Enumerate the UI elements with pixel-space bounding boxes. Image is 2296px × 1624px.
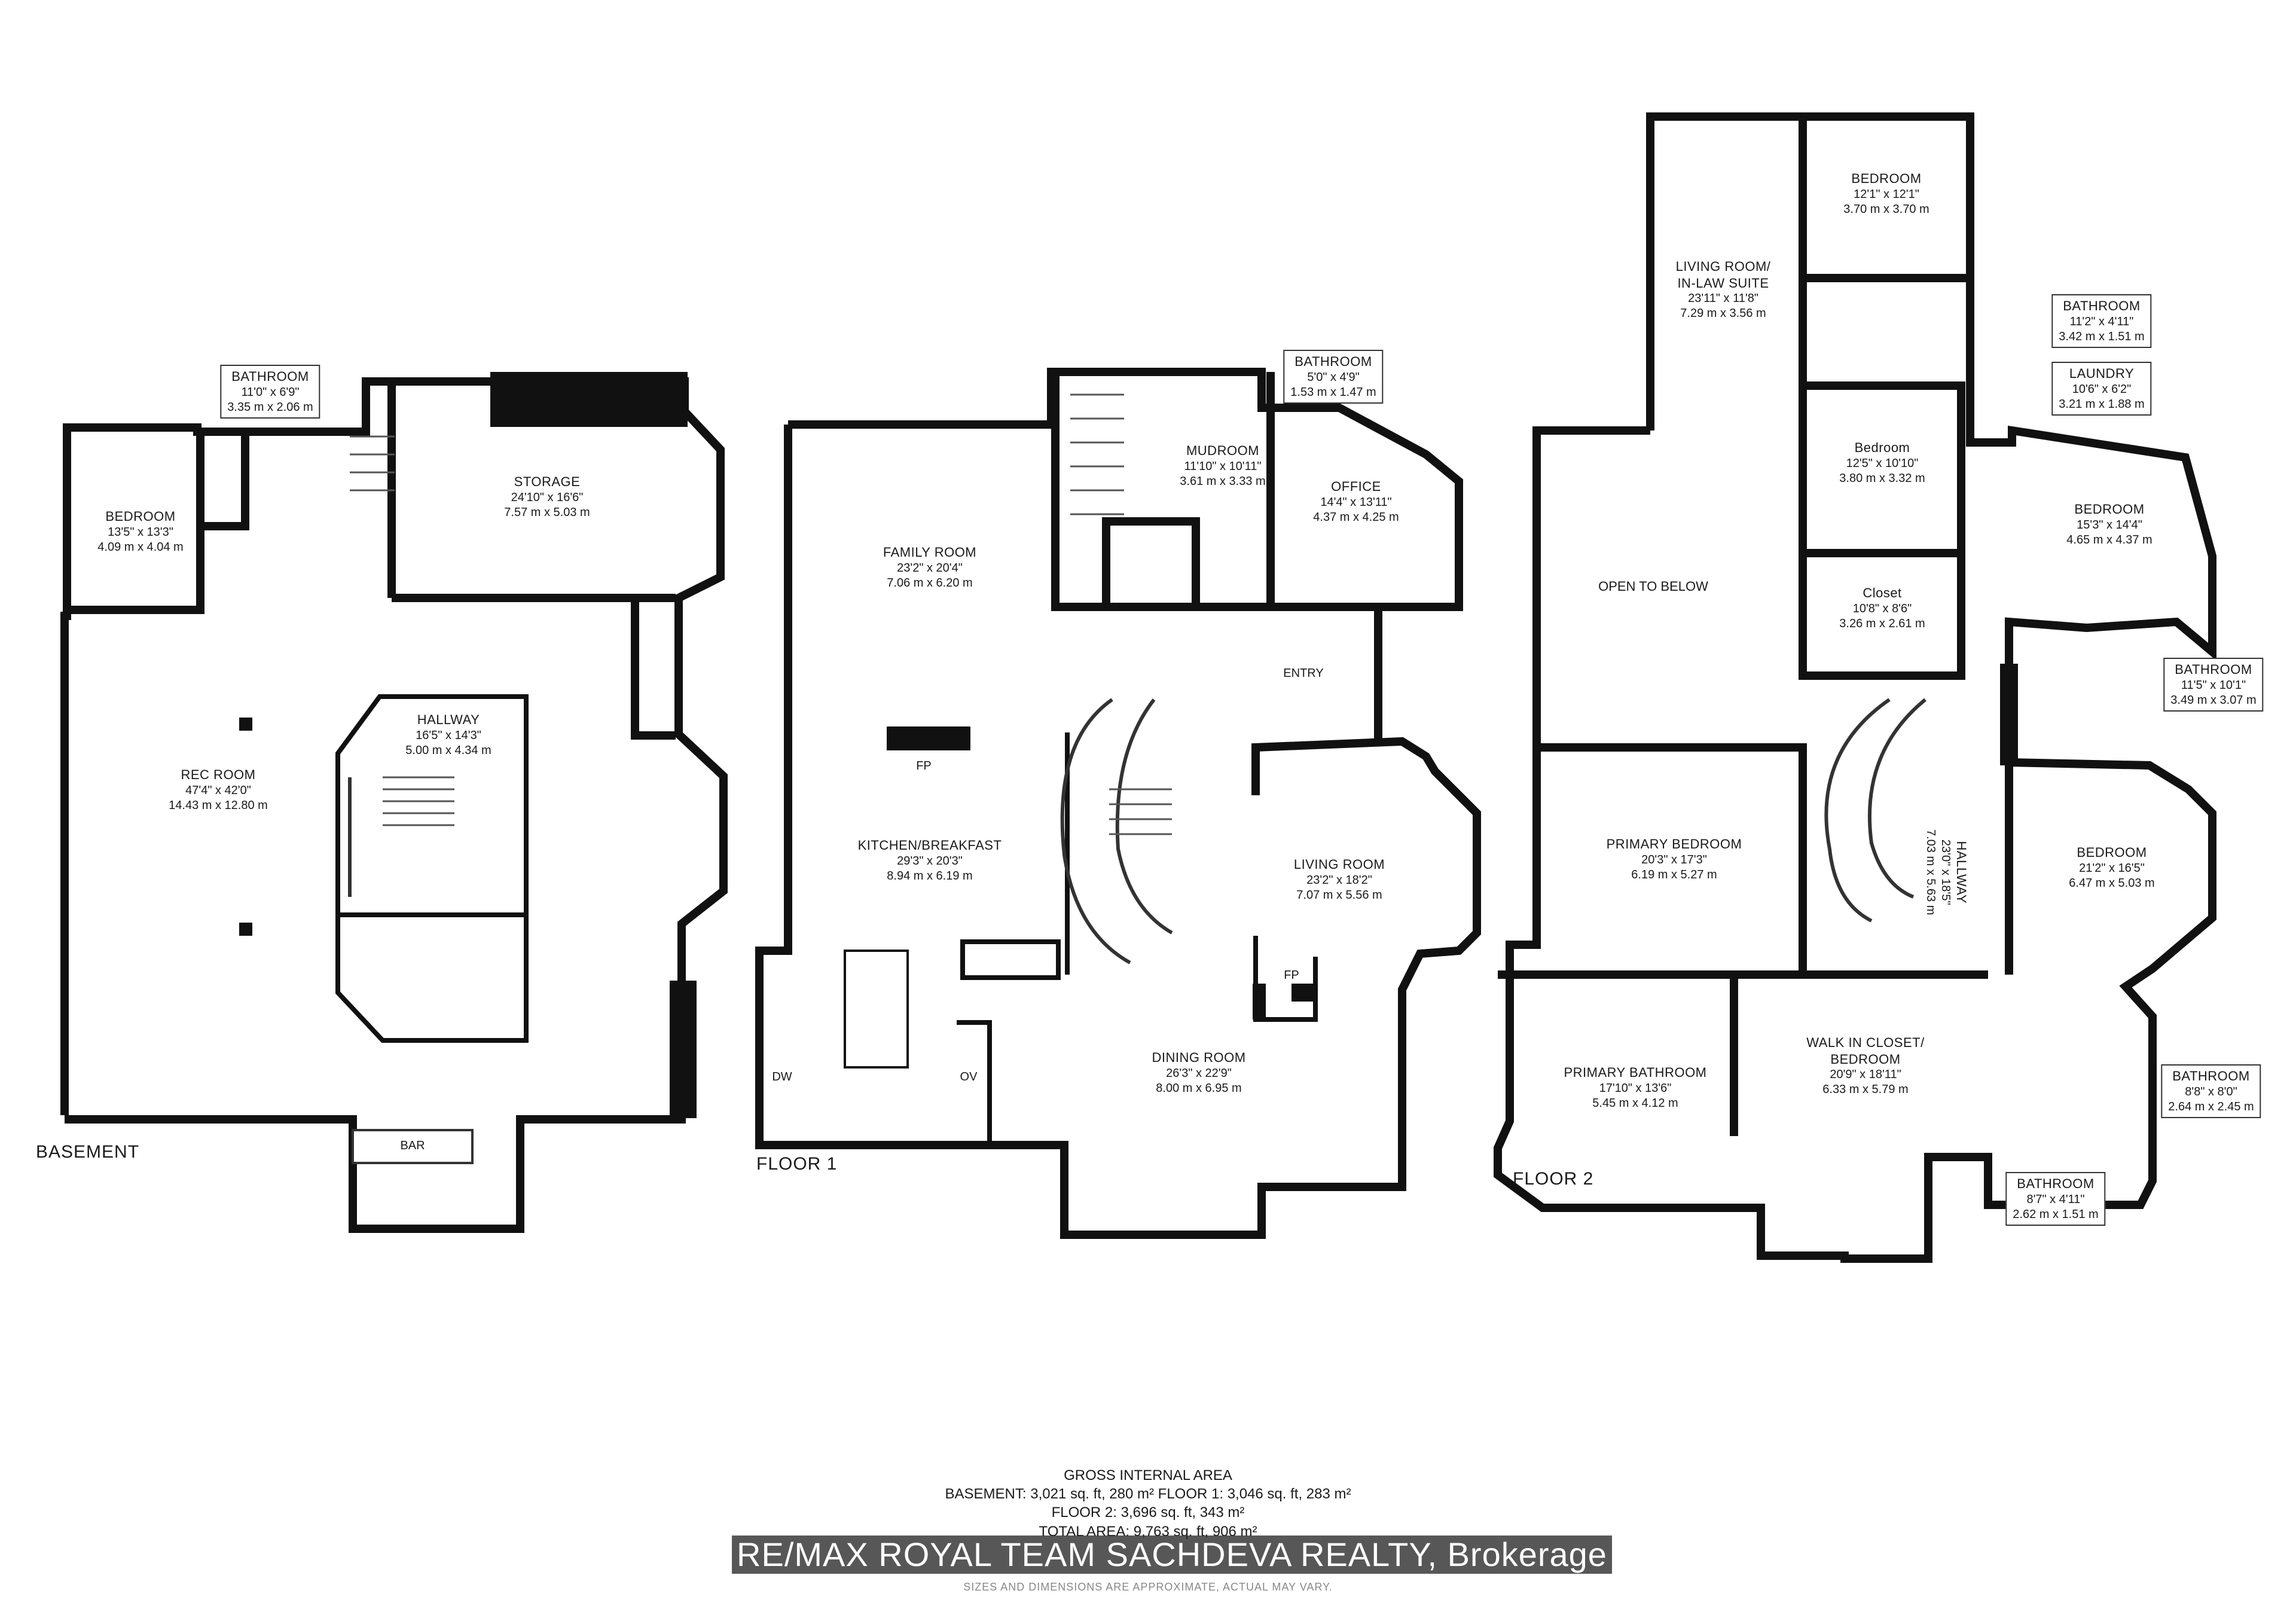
gross-internal-area: GROSS INTERNAL AREA BASEMENT: 3,021 sq. … — [945, 1466, 1351, 1541]
solid-features — [239, 372, 2018, 1118]
floor1-kitchen-label: KITCHEN/BREAKFAST 29'3" x 20'3" 8.94 m x… — [857, 838, 1002, 883]
gia-line-2: FLOOR 2: 3,696 sq. ft, 343 m² — [1051, 1504, 1245, 1521]
floor1-dining-room-label: DINING ROOM 26'3" x 22'9" 8.00 m x 6.95 … — [1152, 1050, 1246, 1095]
basement-bedroom-label: BEDROOM 13'5" x 13'3" 4.09 m x 4.04 m — [97, 509, 184, 554]
gia-line-1: BASEMENT: 3,021 sq. ft, 280 m² FLOOR 1: … — [945, 1486, 1351, 1503]
floor2-primary-bedroom-label: PRIMARY BEDROOM 20'3" x 17'3" 6.19 m x 5… — [1606, 837, 1742, 881]
basement-title: BASEMENT — [36, 1142, 140, 1162]
basement-rec-room-label: REC ROOM 47'4" x 42'0" 14.43 m x 12.80 m — [169, 767, 268, 812]
basement-storage-label: STORAGE 24'10" x 16'6" 7.57 m x 5.03 m — [504, 474, 590, 519]
floor2-bedroom-4-label: BEDROOM 21'2" x 16'5" 6.47 m x 5.03 m — [2069, 845, 2155, 890]
floor1-walls — [755, 368, 1481, 1239]
open-to-below-label: OPEN TO BELOW — [1598, 579, 1708, 594]
floor1-living-room-label: LIVING ROOM 23'2" x 18'2" 7.07 m x 5.56 … — [1293, 857, 1385, 902]
brokerage-watermark: RE/MAX ROYAL TEAM SACHDEVA REALTY, Broke… — [732, 1536, 1612, 1574]
floor2-bathroom-1-label: BATHROOM 11'2" x 4'11" 3.42 m x 1.51 m — [2051, 294, 2152, 348]
floor2-bathroom-3-label: BATHROOM 8'8" x 8'0" 2.64 m x 2.45 m — [2161, 1064, 2261, 1118]
floor2-title: FLOOR 2 — [1513, 1169, 1594, 1189]
stair-treads — [350, 393, 1172, 835]
floor2-hallway-label: HALLWAY 23'0" x 18'5" 7.03 m x 5.63 m — [1924, 829, 1969, 915]
floor2-primary-bathroom-label: PRIMARY BATHROOM 17'10" x 13'6" 5.45 m x… — [1564, 1065, 1707, 1110]
oven-label: OV — [960, 1070, 978, 1083]
floor2-laundry-label: LAUNDRY 10'6" x 6'2" 3.21 m x 1.88 m — [2051, 362, 2152, 416]
floor1-title: FLOOR 1 — [756, 1154, 838, 1174]
floor1-mudroom-label: MUDROOM 11'10" x 10'11" 3.61 m x 3.33 m — [1180, 443, 1266, 488]
floor2-bedroom-2-label: Bedroom 12'5" x 10'10" 3.80 m x 3.32 m — [1839, 440, 1925, 485]
floor2-bathroom-4-label: BATHROOM 8'7" x 4'11" 2.62 m x 1.51 m — [2005, 1172, 2106, 1226]
bar-counter — [352, 1129, 474, 1164]
basement-hallway-walls — [335, 694, 529, 1043]
bar-label: BAR — [400, 1139, 425, 1152]
fireplace-label-living: FP — [1284, 969, 1299, 982]
basement-bathroom-label: BATHROOM 11'0" x 6'9" 3.35 m x 2.06 m — [220, 365, 320, 419]
floor2-walls — [1494, 112, 2216, 1263]
floor2-closet-label: Closet 10'8" x 8'6" 3.26 m x 2.61 m — [1839, 585, 1925, 630]
disclaimer: SIZES AND DIMENSIONS ARE APPROXIMATE, AC… — [963, 1581, 1333, 1593]
floor2-walk-in-closet-label: WALK IN CLOSET/ BEDROOM 20'9" x 18'11" 6… — [1806, 1035, 1925, 1096]
floor2-bedroom-1-label: BEDROOM 12'1" x 12'1" 3.70 m x 3.70 m — [1843, 171, 1929, 216]
floor2-bathroom-2-label: BATHROOM 11'5" x 10'1" 3.49 m x 3.07 m — [2163, 658, 2264, 712]
fireplace-label-family: FP — [916, 759, 932, 773]
floor2-in-law-suite-label: LIVING ROOM/ IN-LAW SUITE 23'11" x 11'8"… — [1675, 259, 1771, 320]
floor1-bathroom-label: BATHROOM 5'0" x 4'9" 1.53 m x 1.47 m — [1283, 350, 1384, 404]
basement-hallway-label: HALLWAY 16'5" x 14'3" 5.00 m x 4.34 m — [405, 712, 491, 757]
floor1-family-room-label: FAMILY ROOM 23'2" x 20'4" 7.06 m x 6.20 … — [883, 545, 977, 590]
floor1-office-label: OFFICE 14'4" x 13'11" 4.37 m x 4.25 m — [1313, 479, 1399, 524]
gia-title: GROSS INTERNAL AREA — [1064, 1467, 1232, 1483]
entry-label: ENTRY — [1283, 667, 1324, 680]
floor2-bedroom-3-label: BEDROOM 15'3" x 14'4" 4.65 m x 4.37 m — [2066, 502, 2152, 547]
staircases — [348, 698, 1926, 964]
dishwasher-label: DW — [772, 1070, 792, 1083]
